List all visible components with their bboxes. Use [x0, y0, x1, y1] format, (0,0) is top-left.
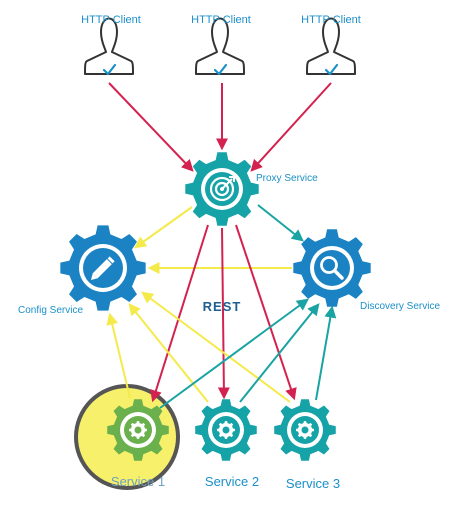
checkmark-icon — [324, 63, 339, 76]
config-service-label: Config Service — [18, 305, 84, 316]
proxy-service-gear — [185, 152, 259, 226]
service-2-label: Service 2 — [204, 474, 260, 489]
service-2-to-discovery-arrow — [239, 303, 320, 403]
person-icon — [195, 17, 245, 75]
service-3-label: Service 3 — [285, 476, 341, 491]
person-icon — [306, 17, 356, 75]
service-3-gear — [274, 399, 336, 461]
client-3-to-proxy-arrow — [250, 82, 332, 172]
service-3-to-discovery-arrow — [315, 305, 337, 401]
discovery-service-label: Discovery Service — [360, 301, 441, 312]
person-icon — [84, 17, 134, 75]
service-2-gear — [195, 399, 257, 461]
config-service-gear — [60, 225, 146, 311]
client-1 — [84, 17, 134, 76]
magnifier-icon — [320, 256, 344, 280]
proxy-to-config-arrow — [134, 206, 193, 249]
service-1-to-discovery-arrow — [159, 298, 309, 409]
client-2 — [195, 17, 245, 76]
pencil-icon — [90, 256, 115, 281]
service-2-to-config-arrow — [128, 303, 209, 403]
service-3-to-config-arrow — [141, 291, 291, 403]
checkmark-icon — [102, 63, 117, 76]
edges-layer — [106, 82, 337, 409]
checkmark-icon — [213, 63, 228, 76]
client-1-to-proxy-arrow — [108, 82, 194, 172]
proxy-to-service-2-arrow — [217, 227, 230, 400]
client-2-label: HTTP Client — [191, 14, 251, 26]
rest-label: REST — [202, 299, 242, 314]
target-icon — [209, 176, 235, 202]
client-1-label: HTTP Client — [81, 14, 141, 26]
proxy-to-discovery-arrow — [257, 204, 304, 242]
service-1-gear — [107, 399, 169, 461]
service-1-to-config-arrow — [106, 312, 131, 399]
proxy-to-service-1-arrow — [150, 224, 209, 403]
client-3 — [306, 17, 356, 76]
proxy-to-service-3-arrow — [235, 224, 297, 401]
client-3-label: HTTP Client — [301, 14, 361, 26]
discovery-service-gear — [293, 229, 371, 307]
service-1-label: Service 1 — [110, 474, 166, 489]
proxy-service-label: Proxy Service — [256, 173, 318, 184]
